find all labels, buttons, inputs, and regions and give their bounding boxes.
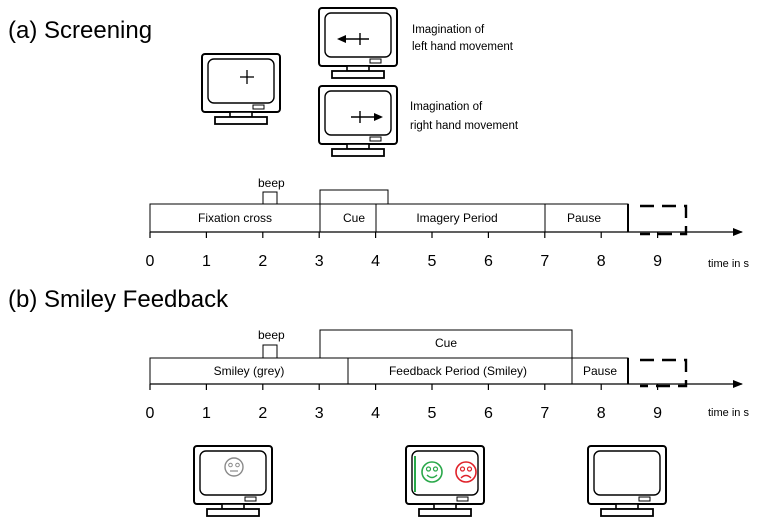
screening-tick-label: 1 (202, 253, 211, 270)
screening-tick-label: 7 (540, 253, 549, 270)
smiley-beep-marker (262, 344, 278, 359)
screening-tick-label: 8 (597, 253, 606, 270)
smiley-tick-label: 7 (540, 405, 549, 422)
screening-tick-label: 5 (428, 253, 437, 270)
screening-timeline-bar (149, 203, 629, 233)
smiley-tick-label: 1 (202, 405, 211, 422)
screening-seg-cue: Cue (343, 211, 365, 225)
smiley-tick-label: 0 (146, 405, 155, 422)
monitor-blank (587, 445, 667, 517)
screening-title: (a) Screening (8, 17, 152, 44)
smiley-cue-box (319, 329, 573, 359)
right-hand-label-line1: Imagination of (410, 101, 483, 113)
smiley-random-pause-box (640, 358, 688, 388)
screening-tick-label: 2 (258, 253, 267, 270)
screening-axis-ticks: 0 1 2 3 4 5 6 7 8 9 (146, 232, 662, 270)
fixation-cross-icon (240, 70, 254, 84)
smiley-tick-label: 4 (371, 405, 380, 422)
monitor-grey-smiley (193, 445, 273, 517)
monitor-right-hand (318, 85, 398, 157)
left-arrow-icon (337, 33, 369, 45)
monitor-feedback-smileys (405, 445, 485, 517)
smiley-axis-ticks: 0 1 2 3 4 5 6 7 8 9 (146, 384, 662, 422)
screening-tick-label: 3 (315, 253, 324, 270)
smiley-beep-label: beep (258, 328, 285, 342)
right-arrow-icon (351, 111, 383, 123)
screening-cue-raised (319, 189, 389, 205)
right-hand-label-line2: right hand movement (410, 120, 519, 132)
screening-tick-label: 4 (371, 253, 380, 270)
screening-seg-pause: Pause (567, 211, 601, 225)
smiley-tick-label: 5 (428, 405, 437, 422)
monitor-left-hand (318, 7, 398, 79)
screening-tick-label: 6 (484, 253, 493, 270)
sad-smiley-icon (455, 461, 477, 483)
screening-beep-label: beep (258, 176, 285, 190)
smiley-tick-label: 6 (484, 405, 493, 422)
smiley-seg-cue: Cue (435, 336, 457, 350)
smiley-seg-feedback: Feedback Period (Smiley) (389, 364, 527, 378)
smiley-title: (b) Smiley Feedback (8, 286, 229, 313)
left-hand-label-line2: left hand movement (412, 41, 514, 53)
smiley-tick-label: 3 (315, 405, 324, 422)
happy-smiley-icon (421, 461, 443, 483)
smiley-seg-grey: Smiley (grey) (214, 364, 285, 378)
smiley-tick-label: 8 (597, 405, 606, 422)
smiley-axis-unit: time in s (708, 407, 749, 419)
screening-random-pause-box (640, 204, 688, 236)
left-hand-label-line1: Imagination of (412, 24, 485, 36)
smiley-tick-label: 2 (258, 405, 267, 422)
smiley-timeline-bar (149, 357, 629, 385)
screening-seg-imagery: Imagery Period (416, 211, 497, 225)
screening-seg-fixation: Fixation cross (198, 211, 272, 225)
screening-beep-marker (262, 191, 278, 205)
screening-tick-label: 0 (146, 253, 155, 270)
screening-axis-unit: time in s (708, 258, 749, 270)
monitor-fixation (201, 53, 281, 125)
grey-smiley-icon (224, 457, 244, 477)
smiley-tick-label: 9 (653, 405, 662, 422)
smiley-seg-pause: Pause (583, 364, 617, 378)
screening-tick-label: 9 (653, 253, 662, 270)
